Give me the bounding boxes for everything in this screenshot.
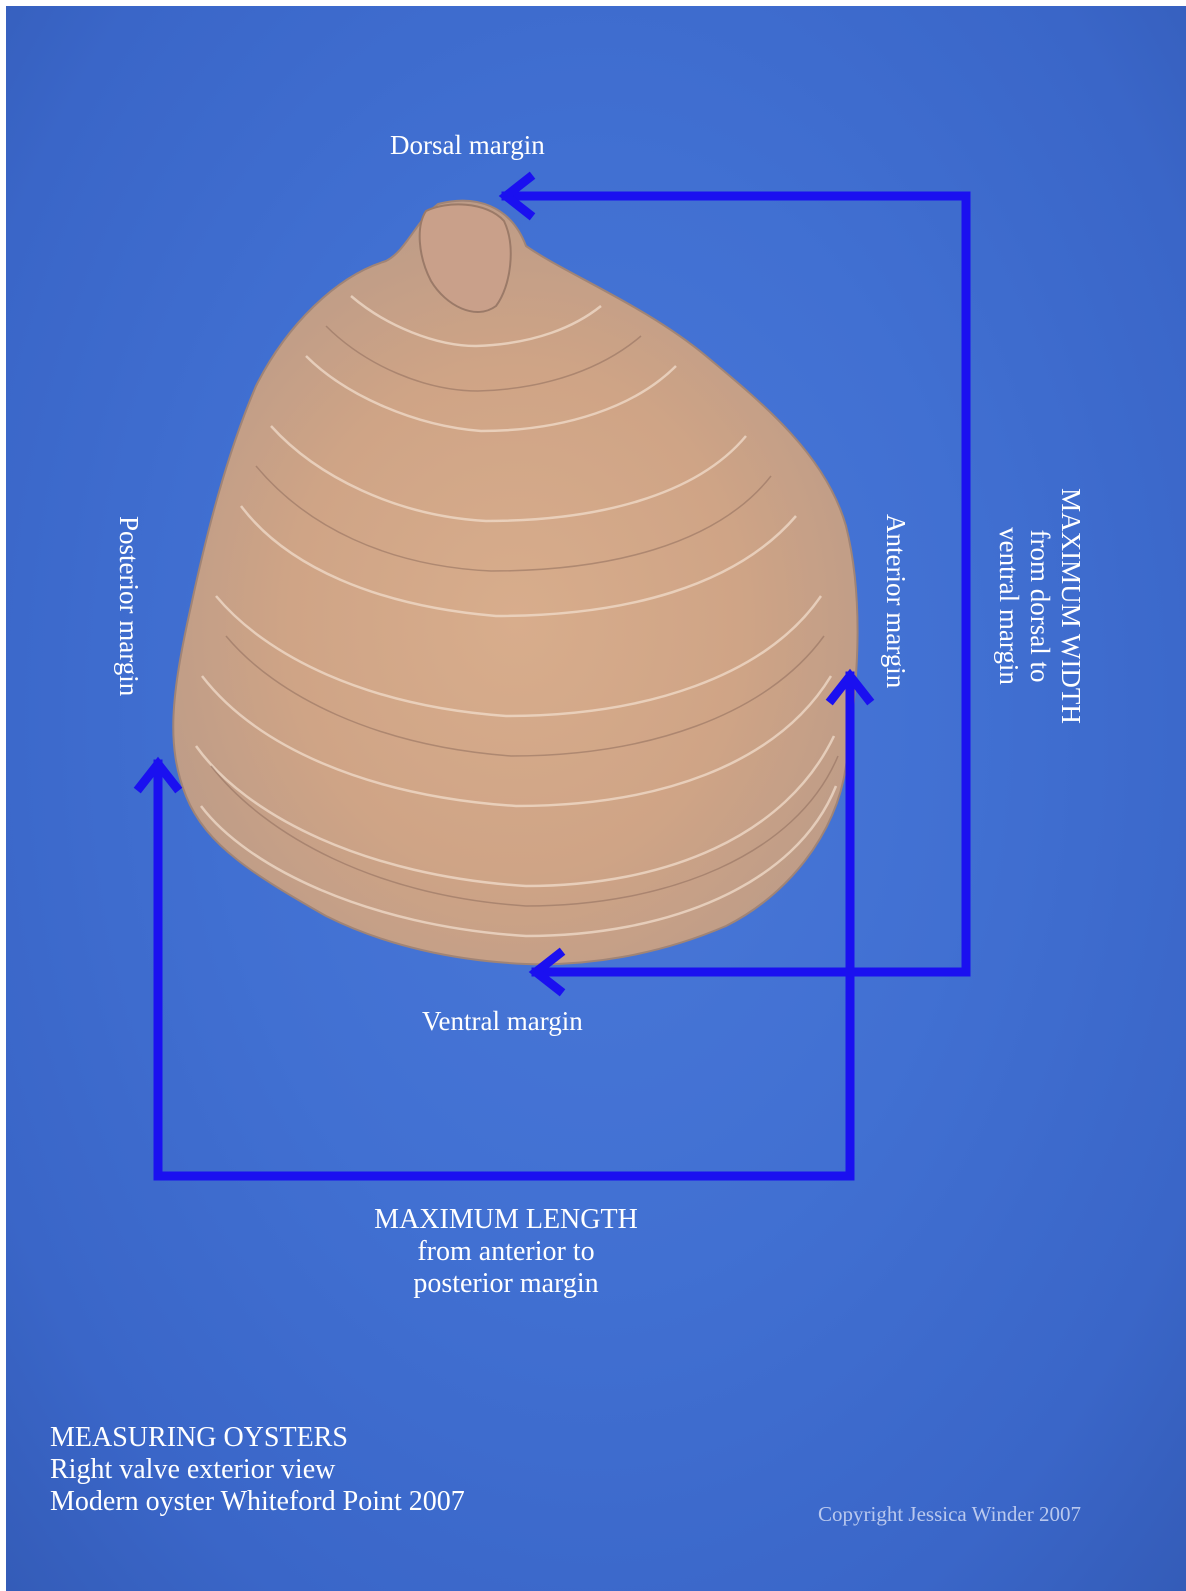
oyster-shell xyxy=(173,201,857,965)
max-width-title: MAXIMUM WIDTH xyxy=(1055,466,1086,746)
caption-line-2: Right valve exterior view xyxy=(50,1454,465,1486)
caption-title: MEASURING OYSTERS xyxy=(50,1422,465,1454)
max-length-line-2: from anterior to xyxy=(306,1236,706,1268)
max-width-label: MAXIMUM WIDTH from dorsal to ventral mar… xyxy=(993,466,1086,746)
max-width-line-3: ventral margin xyxy=(993,466,1024,746)
oyster-illustration xyxy=(6,6,1186,1591)
max-length-title: MAXIMUM LENGTH xyxy=(306,1204,706,1236)
max-length-line-3: posterior margin xyxy=(306,1268,706,1300)
caption-block: MEASURING OYSTERS Right valve exterior v… xyxy=(50,1422,465,1519)
dorsal-margin-label: Dorsal margin xyxy=(390,130,545,161)
max-length-label: MAXIMUM LENGTH from anterior to posterio… xyxy=(306,1204,706,1301)
copyright-text: Copyright Jessica Winder 2007 xyxy=(818,1502,1081,1526)
diagram-canvas: Dorsal margin Ventral margin Posterior m… xyxy=(6,6,1186,1591)
anterior-margin-label: Anterior margin xyxy=(880,514,911,688)
posterior-margin-label: Posterior margin xyxy=(113,516,144,696)
caption-line-3: Modern oyster Whiteford Point 2007 xyxy=(50,1486,465,1518)
max-width-line-2: from dorsal to xyxy=(1024,466,1055,746)
ventral-margin-label: Ventral margin xyxy=(422,1006,583,1037)
